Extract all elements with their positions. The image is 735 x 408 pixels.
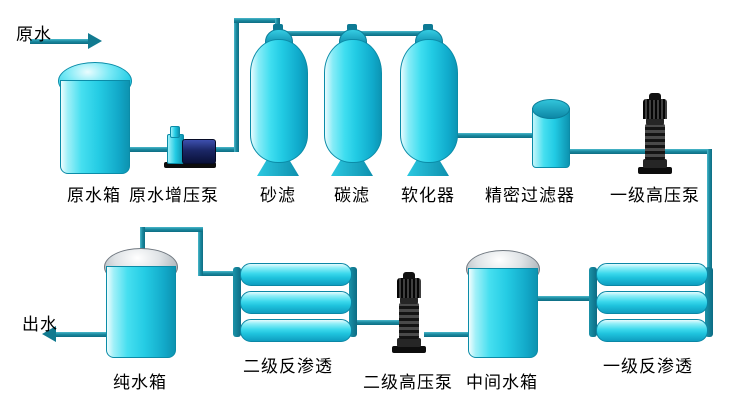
ro-2-membrane-tube: [240, 319, 352, 342]
pipe: [456, 133, 532, 138]
intermediate-tank: [468, 268, 538, 358]
pipe: [424, 332, 468, 337]
softener-knob: [423, 24, 433, 31]
arrow-left-icon: [42, 326, 56, 342]
hp-pump-2-body: [399, 303, 419, 339]
ro-1-right-manifold: [705, 267, 713, 337]
ro-1-membrane-tube: [596, 263, 708, 286]
pipe: [198, 227, 203, 276]
ro-2-membrane-tube: [240, 291, 352, 314]
booster-pump-base: [164, 162, 216, 168]
inlet-label: 原水: [16, 25, 52, 44]
pipe: [198, 271, 236, 276]
hp-pump-1-flange: [643, 159, 667, 168]
pipe: [214, 147, 238, 152]
pipe: [278, 31, 354, 36]
hp-pump-1-base: [638, 167, 672, 174]
ro-2-left-manifold: [233, 267, 241, 337]
raw-tank-label: 原水箱: [67, 186, 121, 205]
sand-filter-vessel: [250, 39, 308, 163]
hp-pump-2-label: 二级高压泵: [363, 373, 453, 392]
ro-1-left-manifold: [589, 267, 597, 337]
pure-water-tank: [106, 266, 176, 358]
ro-1-label: 一级反渗透: [603, 357, 693, 376]
ro-1-membrane-tube: [596, 319, 708, 342]
precision-filter-top: [532, 99, 570, 119]
ro-2-label: 二级反渗透: [243, 357, 333, 376]
raw-water-tank: [60, 80, 130, 174]
pipe: [352, 31, 428, 36]
hp-pump-1-body: [645, 124, 665, 160]
pipe: [140, 227, 145, 259]
pipe: [536, 296, 592, 301]
pipe: [357, 320, 399, 325]
hp-pump-2-coupling: [400, 297, 418, 304]
pipe: [707, 149, 712, 331]
sand-filter-label: 砂滤: [260, 186, 296, 205]
booster-pump-label: 原水增压泵: [129, 186, 219, 205]
ro-1-membrane-tube: [596, 291, 708, 314]
hp-pump-2-motor: [397, 278, 421, 298]
pipe: [54, 332, 106, 337]
hp-pump-1-coupling: [646, 118, 664, 125]
booster-pump-stub: [170, 126, 180, 138]
softener-label: 软化器: [401, 186, 455, 205]
carbon-filter-vessel: [324, 39, 382, 163]
hp-pump-1-motor: [643, 99, 667, 119]
sand-filter-knob: [273, 24, 283, 31]
softener-vessel: [400, 39, 458, 163]
hp-pump-2-cap: [403, 272, 415, 279]
arrow-right-icon: [88, 33, 102, 49]
carbon-filter-label: 碳滤: [334, 186, 370, 205]
pipe: [140, 227, 203, 232]
outlet-label: 出水: [22, 315, 58, 334]
pipe: [234, 18, 280, 23]
pure-tank-label: 纯水箱: [113, 373, 167, 392]
booster-pump-motor: [182, 139, 216, 164]
pipe: [128, 147, 168, 152]
pipe: [234, 18, 239, 152]
hp-pump-2-base: [392, 346, 426, 353]
hp-pump-2-flange: [397, 338, 421, 347]
pipe: [566, 149, 712, 154]
hp-pump-1-cap: [649, 93, 661, 100]
hp-pump-1-label: 一级高压泵: [610, 186, 700, 205]
intermediate-tank-label: 中间水箱: [466, 373, 538, 392]
ro-2-right-manifold: [349, 267, 357, 337]
pipe: [30, 39, 88, 44]
ro-2-membrane-tube: [240, 263, 352, 286]
precision-filter-label: 精密过滤器: [485, 186, 575, 205]
carbon-filter-knob: [347, 24, 357, 31]
